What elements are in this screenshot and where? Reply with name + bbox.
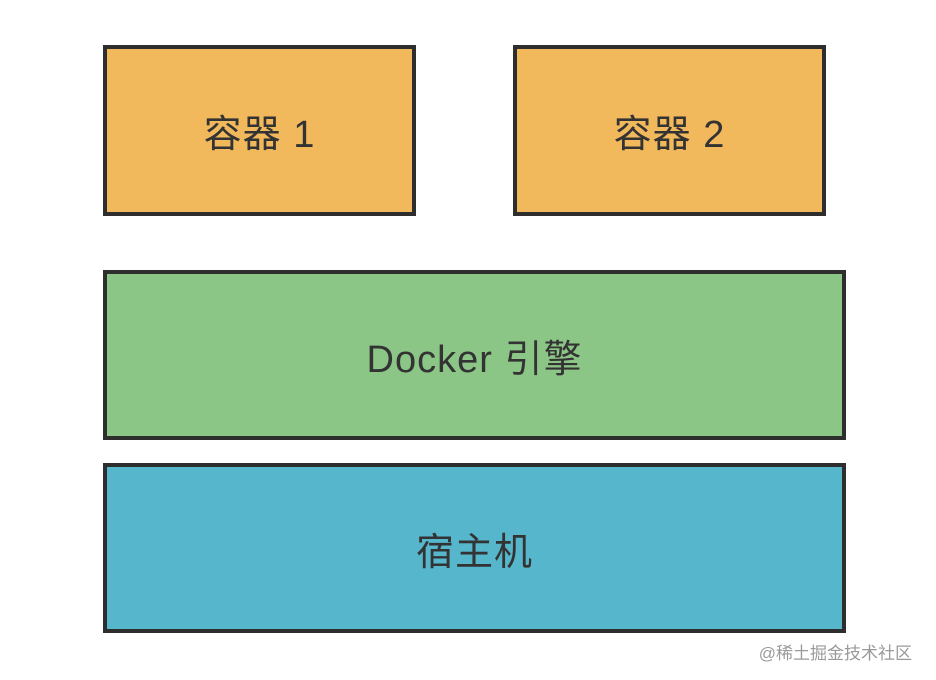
diagram-box-container-1: 容器 1 <box>103 45 416 216</box>
container-2-label: 容器 2 <box>613 114 726 156</box>
container-1-label: 容器 1 <box>203 114 316 156</box>
diagram-box-docker-engine: Docker 引擎 <box>103 270 846 440</box>
diagram-box-host-machine: 宿主机 <box>103 463 846 633</box>
host-machine-label: 宿主机 <box>415 531 533 574</box>
diagram-box-container-2: 容器 2 <box>513 45 826 216</box>
docker-engine-label: Docker 引擎 <box>366 338 583 381</box>
watermark: @稀土掘金技术社区 <box>758 644 912 663</box>
